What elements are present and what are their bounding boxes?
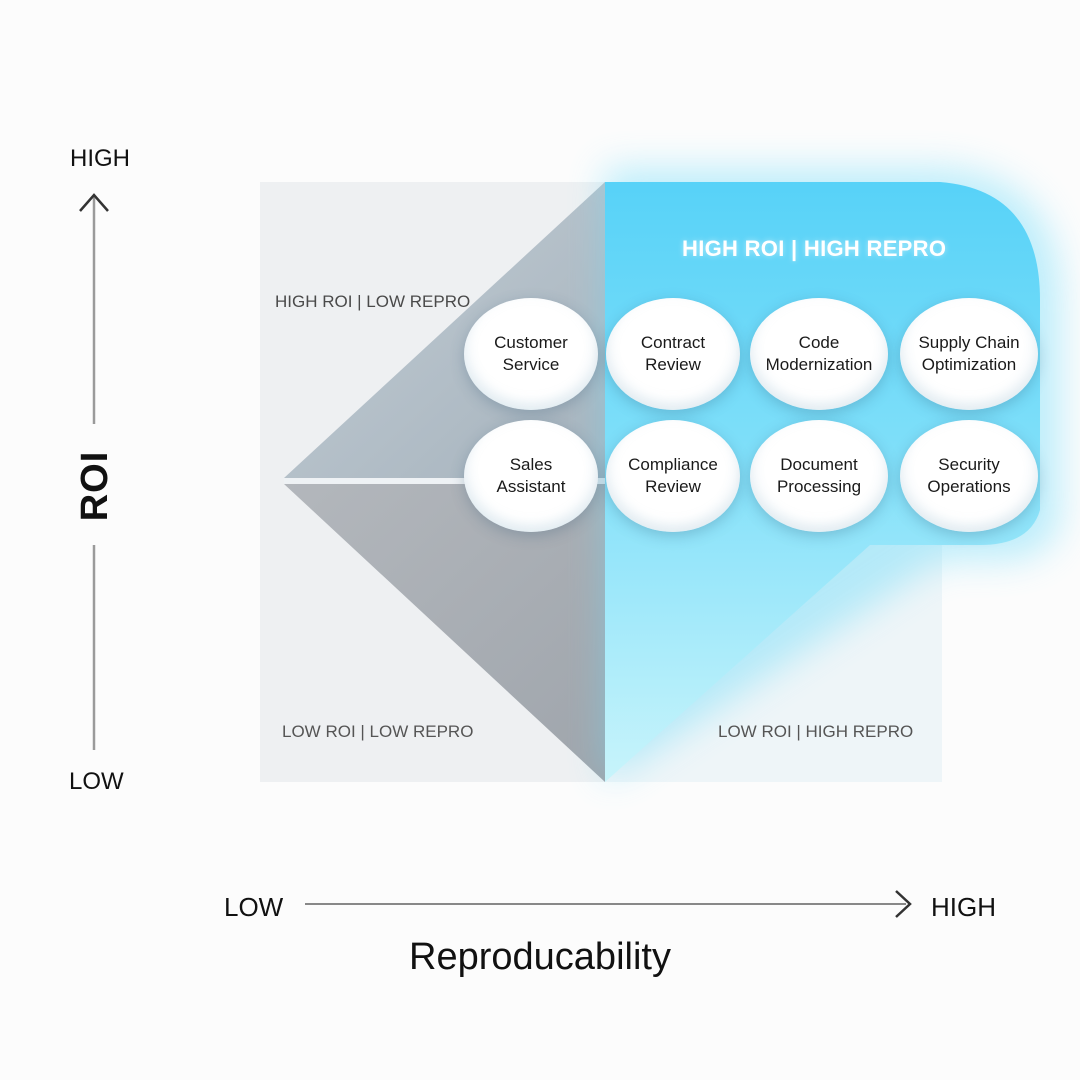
bubble-text-line1: Document xyxy=(780,455,858,474)
bubble-text-line1: Sales xyxy=(509,455,553,474)
bubble-text-line2: Processing xyxy=(776,477,862,496)
bubble-text-line1: Compliance xyxy=(628,455,718,474)
grey-triangle-lower xyxy=(284,484,605,782)
bubble-text-line2: Assistant xyxy=(496,477,566,496)
bubble-text-line1: Supply Chain xyxy=(918,333,1020,352)
x-axis-high-label: HIGH xyxy=(931,892,996,922)
bubble-text-line2: Operations xyxy=(927,477,1011,496)
y-axis-high-label: HIGH xyxy=(70,145,130,172)
quadrant-label-high-roi-low-repro: HIGH ROI | LOW REPRO xyxy=(275,292,471,311)
quadrant-label-high-roi-high-repro: HIGH ROI | HIGH REPRO xyxy=(682,236,947,261)
y-axis-title: ROI xyxy=(74,450,116,522)
bubble-text-line2: Review xyxy=(645,477,701,496)
y-axis-low-label: LOW xyxy=(69,768,124,795)
bubble-text-line1: Customer xyxy=(494,333,568,352)
x-axis-title: Reproducability xyxy=(409,936,671,978)
bubble-text-line2: Service xyxy=(502,355,560,374)
quadrant-label-low-roi-high-repro: LOW ROI | HIGH REPRO xyxy=(718,722,914,741)
x-axis-low-label: LOW xyxy=(224,892,284,922)
bubble-text-line2: Modernization xyxy=(765,355,873,374)
bubble-text-line1: Contract xyxy=(640,333,706,352)
bubble-text-line2: Optimization xyxy=(921,355,1017,374)
bubble-text-line1: Code xyxy=(798,333,840,352)
bubble-text-line2: Review xyxy=(645,355,701,374)
bubble-text-line1: Security xyxy=(938,455,1000,474)
quadrant-label-low-roi-low-repro: LOW ROI | LOW REPRO xyxy=(282,722,474,741)
